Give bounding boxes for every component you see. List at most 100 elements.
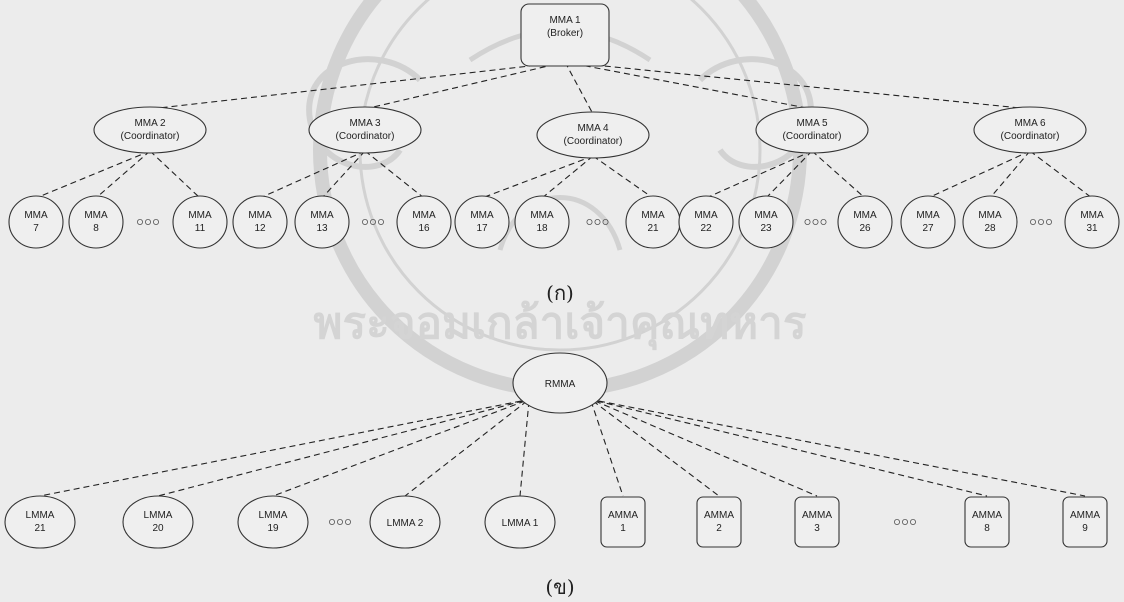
child-number: 1: [620, 523, 626, 534]
coordinator-node: MMA 3 (Coordinator): [308, 106, 422, 154]
child-number: 21: [34, 523, 46, 534]
child-label: LMMA 2: [387, 518, 424, 529]
leaf-number: 8: [93, 223, 99, 234]
child-label: LMMA: [26, 510, 55, 521]
child-label: AMMA: [972, 510, 1002, 521]
broker-edge-4: [564, 61, 594, 115]
coordinator-name: MMA 2: [134, 118, 166, 129]
coordinator-role: (Coordinator): [336, 131, 395, 142]
leaf-node: MMA 7: [8, 195, 64, 249]
leaf-label: MMA: [641, 210, 665, 221]
lmma-node: LMMA 21: [4, 495, 76, 549]
leaf-number: 27: [922, 223, 934, 234]
leaf-number: 13: [316, 223, 328, 234]
coordinator-node: MMA 2(Coordinator): [93, 106, 207, 154]
leaf-node: MMA 8: [68, 195, 124, 249]
leaf-label: MMA: [978, 210, 1002, 221]
root-edge-0: [39, 400, 522, 497]
coord-2-leaf-edge-1: [95, 150, 151, 199]
root-edge-9: [598, 400, 1086, 497]
coord-4-leaf-edge-1: [541, 155, 594, 199]
lmma-node: LMMA 2: [369, 495, 441, 549]
leaf-number: 26: [859, 223, 871, 234]
child-label: AMMA: [704, 510, 734, 521]
root-edge-3: [404, 400, 528, 497]
child-label: AMMA: [608, 510, 638, 521]
leaf-label: MMA: [24, 210, 48, 221]
coordinator-role: (Coordinator): [783, 131, 842, 142]
leaf-node: MMA 16: [396, 195, 452, 249]
child-label: LMMA: [259, 510, 288, 521]
coord-5-leaf-edge-2: [811, 150, 866, 199]
child-number: 9: [1082, 523, 1088, 534]
leaf-number: 21: [647, 223, 659, 234]
coord-6-leaf-edge-0: [927, 150, 1031, 199]
leaf-number: 23: [760, 223, 772, 234]
broker-role: (Broker): [547, 28, 583, 39]
coordinator-name: MMA 3: [349, 118, 381, 129]
broker-edge-6: [564, 61, 1031, 110]
coordinator-name: MMA 5: [796, 118, 828, 129]
leaf-label: MMA: [694, 210, 718, 221]
coord-6-leaf-edge-2: [1029, 150, 1093, 199]
leaf-label: MMA: [754, 210, 778, 221]
leaf-label: MMA: [853, 210, 877, 221]
coord-3-leaf-edge-0: [259, 150, 366, 199]
coordinator-node: MMA 4(Coordinator): [536, 111, 650, 159]
coordinator-name: MMA 4: [577, 123, 609, 134]
root-edge-8: [596, 400, 988, 497]
caption-a: (ก): [546, 281, 574, 305]
root-name: RMMA: [545, 379, 576, 390]
root-edge-6: [592, 400, 720, 497]
leaf-label: MMA: [530, 210, 554, 221]
caption-b: (ข): [545, 575, 574, 599]
leaf-label: MMA: [84, 210, 108, 221]
child-number: 20: [152, 523, 164, 534]
leaf-label: MMA: [1080, 210, 1104, 221]
leaf-number: 31: [1086, 223, 1098, 234]
coord-3-leaf-edge-1: [321, 150, 366, 199]
broker-name: MMA 1: [549, 15, 581, 26]
broker-edge-2: [149, 61, 566, 110]
child-label: LMMA: [144, 510, 173, 521]
leaf-node: MMA 22: [678, 195, 734, 249]
ellipsis-dots: [894, 519, 917, 526]
ellipsis-dots: [328, 519, 351, 526]
leaf-number: 28: [984, 223, 996, 234]
lmma-node: LMMA 19: [237, 495, 309, 549]
ellipsis-dots: [804, 218, 827, 225]
root-edge-2: [272, 400, 526, 497]
leaf-node: MMA 26: [837, 195, 893, 249]
coordinator-role: (Coordinator): [1001, 131, 1060, 142]
coord-5-leaf-edge-1: [765, 150, 813, 199]
leaf-node: MMA 21: [625, 195, 681, 249]
leaf-label: MMA: [248, 210, 272, 221]
leaf-number: 7: [33, 223, 39, 234]
root-node: RMMA: [512, 352, 608, 414]
coord-2-leaf-edge-2: [149, 150, 201, 199]
leaf-number: 18: [536, 223, 548, 234]
child-label: AMMA: [1070, 510, 1100, 521]
leaf-label: MMA: [470, 210, 494, 221]
amma-node: AMMA 1: [600, 496, 646, 548]
leaf-node: MMA 18: [514, 195, 570, 249]
child-label: LMMA 1: [502, 518, 539, 529]
child-number: 3: [814, 523, 820, 534]
amma-node: AMMA 3: [794, 496, 840, 548]
child-number: 19: [267, 523, 279, 534]
leaf-label: MMA: [916, 210, 940, 221]
child-label: AMMA: [802, 510, 832, 521]
ellipsis-dots: [586, 218, 609, 225]
leaf-label: MMA: [412, 210, 436, 221]
coord-6-leaf-edge-1: [989, 150, 1031, 199]
leaf-number: 22: [700, 223, 712, 234]
lmma-node: LMMA 1: [484, 495, 556, 549]
ellipsis-dots: [361, 218, 384, 225]
leaf-number: 16: [418, 223, 430, 234]
leaf-label: MMA: [310, 210, 334, 221]
